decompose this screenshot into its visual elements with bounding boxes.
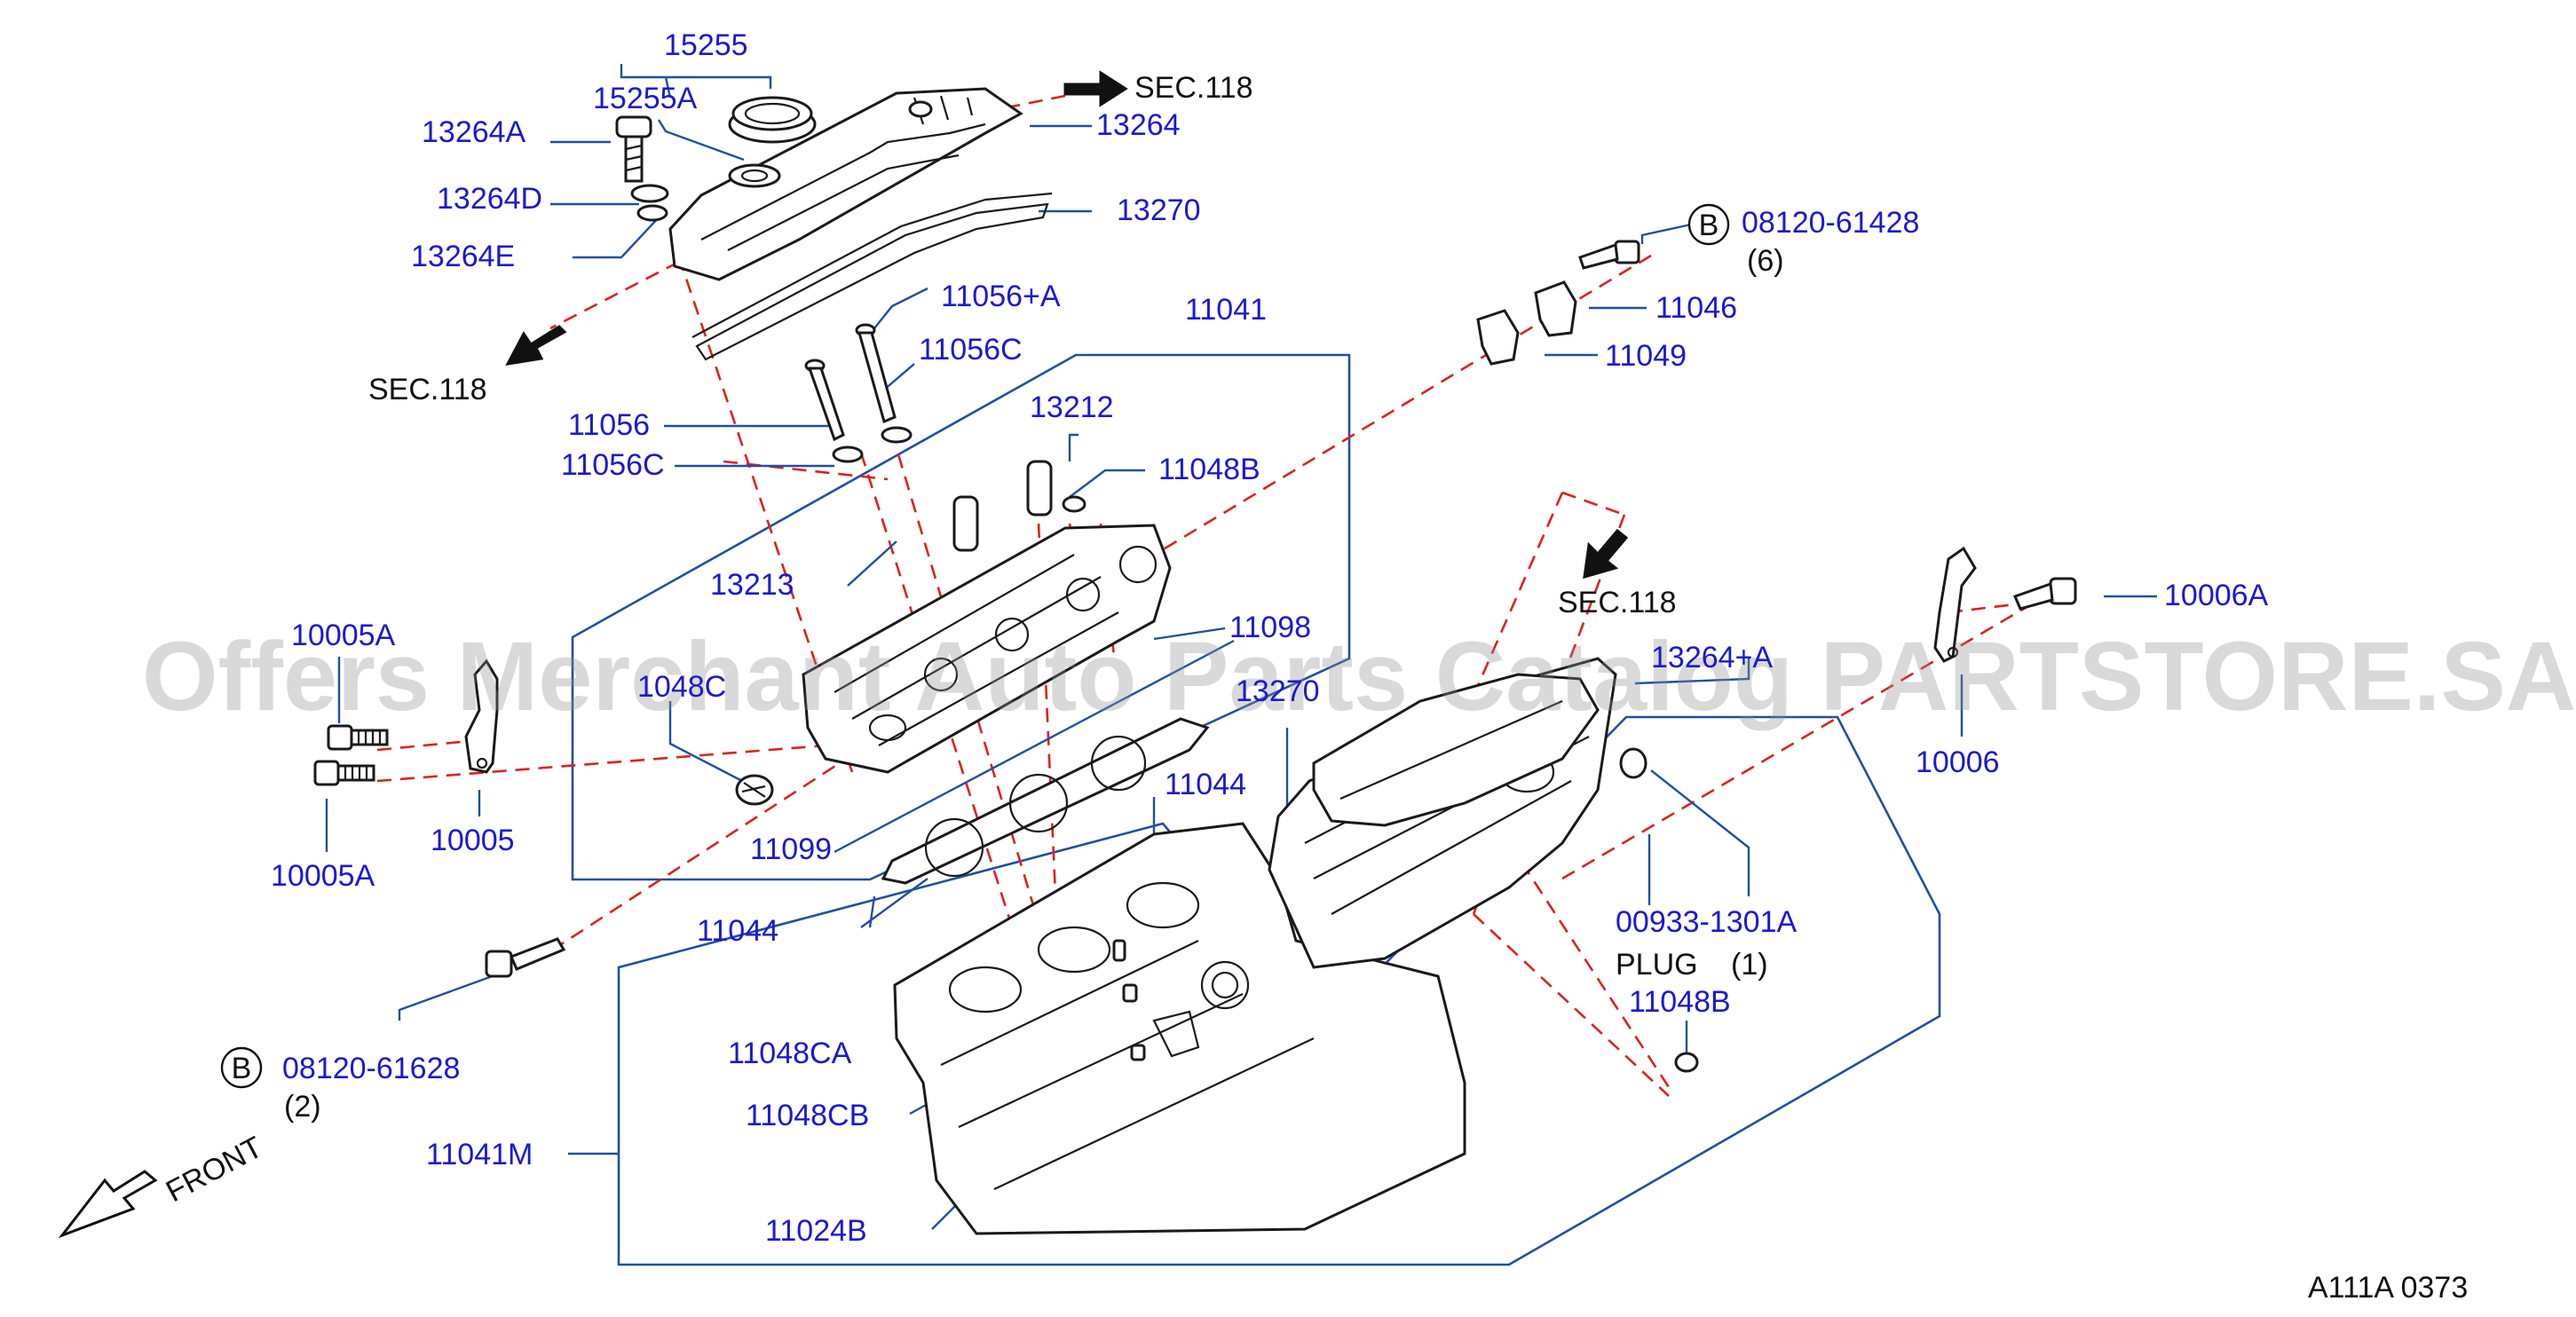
label-plug: PLUG [1616, 948, 1698, 982]
label-11049: 11049 [1605, 339, 1687, 373]
label-11044-mid: 11044 [1165, 768, 1246, 801]
grommet-13264e [636, 204, 668, 222]
rocker-cover-gasket-13270 [691, 192, 1053, 361]
label-11099: 11099 [750, 832, 832, 866]
bolt-08120-61428 [1578, 240, 1640, 270]
rocker-cover-13264 [668, 87, 1023, 281]
bolt-10006a [2012, 577, 2077, 611]
bolt-10005a-top [327, 724, 389, 751]
svg-text:B: B [232, 1052, 252, 1085]
engine-block-11041m [893, 822, 1466, 1235]
label-11044-left: 11044 [697, 914, 778, 948]
bolt-13264a [615, 115, 652, 183]
label-11056a: 11056+A [941, 280, 1061, 313]
label-qty-6: (6) [1747, 244, 1784, 278]
label-13264: 13264 [1096, 108, 1181, 142]
label-11056: 11056 [568, 408, 650, 442]
label-11098: 11098 [1229, 611, 1311, 644]
svg-text:B: B [1699, 209, 1719, 242]
label-08120-61428: 08120-61428 [1742, 206, 1919, 240]
sec118-arrow-left [505, 325, 567, 366]
front-label: FRONT [161, 1131, 268, 1210]
label-11024b: 11024B [765, 1214, 867, 1248]
label-10005a-bot: 10005A [271, 859, 375, 893]
diagram-code: A111A 0373 [2308, 1271, 2468, 1305]
gasket-11049 [1476, 309, 1520, 366]
right-rocker-cover [1312, 673, 1600, 827]
dowel-11024b [1130, 1044, 1146, 1061]
label-13264d: 13264D [437, 182, 542, 216]
label-11041m: 11041M [426, 1138, 533, 1171]
label-11048cb: 11048CB [746, 1099, 869, 1132]
plug-11048ca [1112, 939, 1126, 962]
head-bolt-11056a [855, 323, 913, 444]
label-sec118-left: SEC.118 [368, 373, 487, 406]
cover-plate-11046 [1534, 280, 1577, 337]
head-bolt-11056 [804, 359, 864, 463]
plug-11048b-top [1062, 495, 1087, 513]
label-10006: 10006 [1916, 745, 2000, 779]
front-arrow [58, 1170, 158, 1239]
head-gasket-11044 [881, 717, 1210, 885]
plug-11048b-bot [1674, 1052, 1699, 1073]
label-13213: 13213 [710, 568, 794, 602]
leader-lines [325, 64, 2157, 1230]
cylinder-head-11041 [802, 524, 1172, 774]
sec118-arrow-mid [1583, 528, 1629, 580]
label-1048c: 1048C [637, 670, 726, 704]
label-13270-top: 13270 [1117, 193, 1201, 227]
circle-b-marker-top: B [1687, 203, 1730, 246]
label-sec118-mid: SEC.118 [1558, 586, 1677, 619]
label-qty-1: (1) [1731, 948, 1768, 982]
label-10005a-top: 10005A [291, 619, 396, 652]
label-15255: 15255 [664, 28, 748, 62]
valve-guide-13212 [1026, 460, 1053, 517]
sec118-arrow-top [1063, 70, 1128, 107]
watermark: Offers Merchant Auto Parts Catalog PARTS… [142, 622, 2576, 731]
engine-slinger-10006 [1933, 546, 1977, 663]
bolt-10005a-bot [313, 760, 375, 786]
label-10005: 10005 [431, 824, 515, 857]
label-10006a: 10006A [2164, 579, 2269, 612]
label-13212: 13212 [1030, 390, 1114, 424]
label-13270-mid: 13270 [1236, 674, 1320, 708]
valve-guide-13213 [952, 495, 979, 552]
circle-b-marker-bottom: B [220, 1046, 263, 1089]
oil-filler-cap-15255 [728, 96, 817, 144]
label-11048b-top: 11048B [1158, 453, 1260, 486]
label-11056c: 11056C [561, 448, 665, 482]
label-sec118-top: SEC.118 [1134, 71, 1253, 105]
label-13264a: 13264A [422, 115, 526, 149]
plug-11048cb [1122, 983, 1138, 1003]
label-15255a: 15255A [593, 82, 698, 115]
washer-13264d [630, 184, 669, 203]
part-labels: 15255 15255A 13264A 13264D 13264E SEC.11… [161, 28, 2468, 1305]
label-11046: 11046 [1655, 291, 1737, 325]
label-00933-1301a: 00933-1301A [1616, 905, 1798, 939]
label-11056c-top: 11056C [919, 333, 1023, 367]
label-11041: 11041 [1185, 293, 1267, 327]
label-qty-2: (2) [284, 1090, 321, 1124]
label-08120-61628: 08120-61628 [282, 1052, 460, 1085]
group-box-11041 [571, 353, 1351, 881]
label-13264e: 13264E [411, 240, 515, 273]
label-11048ca: 11048CA [728, 1037, 852, 1070]
bolt-08120-61628 [485, 937, 566, 978]
engine-slinger-10005 [464, 658, 499, 774]
plug-00933-1301a [1619, 747, 1648, 779]
filler-cap-gasket-15255a [728, 163, 781, 188]
label-13264a-right: 13264+A [1651, 641, 1773, 674]
plug-11048c [735, 774, 774, 806]
label-11048b-bot: 11048B [1629, 985, 1731, 1019]
